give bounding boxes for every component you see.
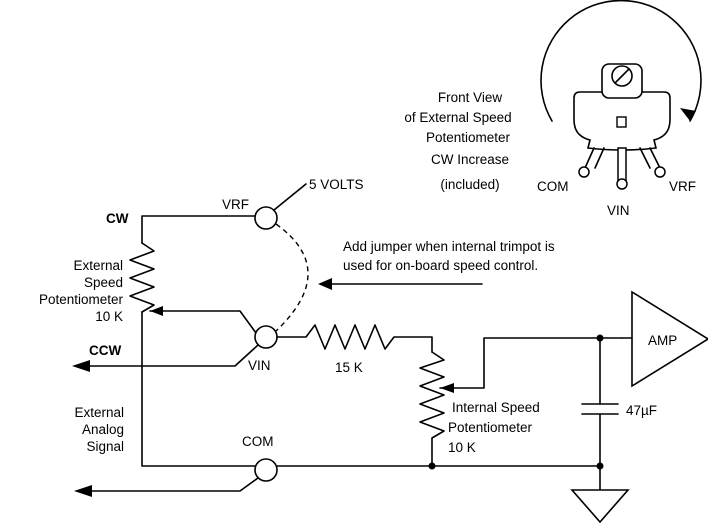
int-pot-label-2: Potentiometer <box>448 420 533 435</box>
ccw-label: CCW <box>89 343 121 358</box>
ext-analog-label-2: Analog <box>82 422 124 437</box>
amp-label: AMP <box>648 333 677 348</box>
com-label: COM <box>242 434 274 449</box>
ext-pot-label-2: Speed <box>84 275 123 290</box>
vrf-label: VRF <box>222 197 249 212</box>
jumper-arrow <box>318 278 332 290</box>
com-output-arrow <box>74 485 92 497</box>
rotation-arc <box>540 0 702 122</box>
internal-speed-potentiometer <box>419 337 623 467</box>
rotation-arrow-head <box>680 108 696 121</box>
front-view-line-4: CW Increase <box>431 152 509 167</box>
int-pot-label-1: Internal Speed <box>452 400 540 415</box>
internal-wiper-arrow <box>440 383 454 393</box>
capacitor-label: 47µF <box>626 403 657 418</box>
external-speed-potentiometer <box>129 215 257 467</box>
vin-label: VIN <box>248 358 271 373</box>
capacitor-47uf <box>581 334 619 491</box>
wiper-arrow <box>150 306 163 316</box>
cw-label: CW <box>106 211 129 226</box>
ground-symbol <box>570 489 630 524</box>
pot-com-label: COM <box>537 179 569 194</box>
ext-pot-label-4: 10 K <box>95 309 123 324</box>
front-view-line-3: Potentiometer <box>426 130 511 145</box>
front-view-line-5: (included) <box>440 177 499 192</box>
front-view-line-2: of External Speed <box>404 110 511 125</box>
vin-output-arrow <box>72 360 90 372</box>
ext-pot-label-3: Potentiometer <box>39 292 124 307</box>
ext-analog-label-1: External <box>74 405 124 420</box>
potentiometer-front-view <box>540 0 702 190</box>
resistor-15k <box>276 324 433 353</box>
pot-vrf-label: VRF <box>669 179 696 194</box>
resistor-15k-label: 15 K <box>335 360 363 375</box>
ext-analog-label-3: Signal <box>86 439 124 454</box>
front-view-line-1: Front View <box>438 90 503 105</box>
com-terminal <box>74 458 278 497</box>
ext-pot-label-1: External <box>73 258 123 273</box>
jumper-note-line-2: used for on-board speed control. <box>343 258 538 273</box>
vrf-terminal <box>254 183 307 230</box>
int-pot-label-3: 10 K <box>448 440 476 455</box>
jumper-dashed-line <box>275 223 309 332</box>
amplifier-triangle <box>631 290 708 388</box>
five-volts-label: 5 VOLTS <box>309 177 364 192</box>
jumper-note-line-1: Add jumper when internal trimpot is <box>343 239 555 254</box>
pot-vin-label: VIN <box>607 203 630 218</box>
